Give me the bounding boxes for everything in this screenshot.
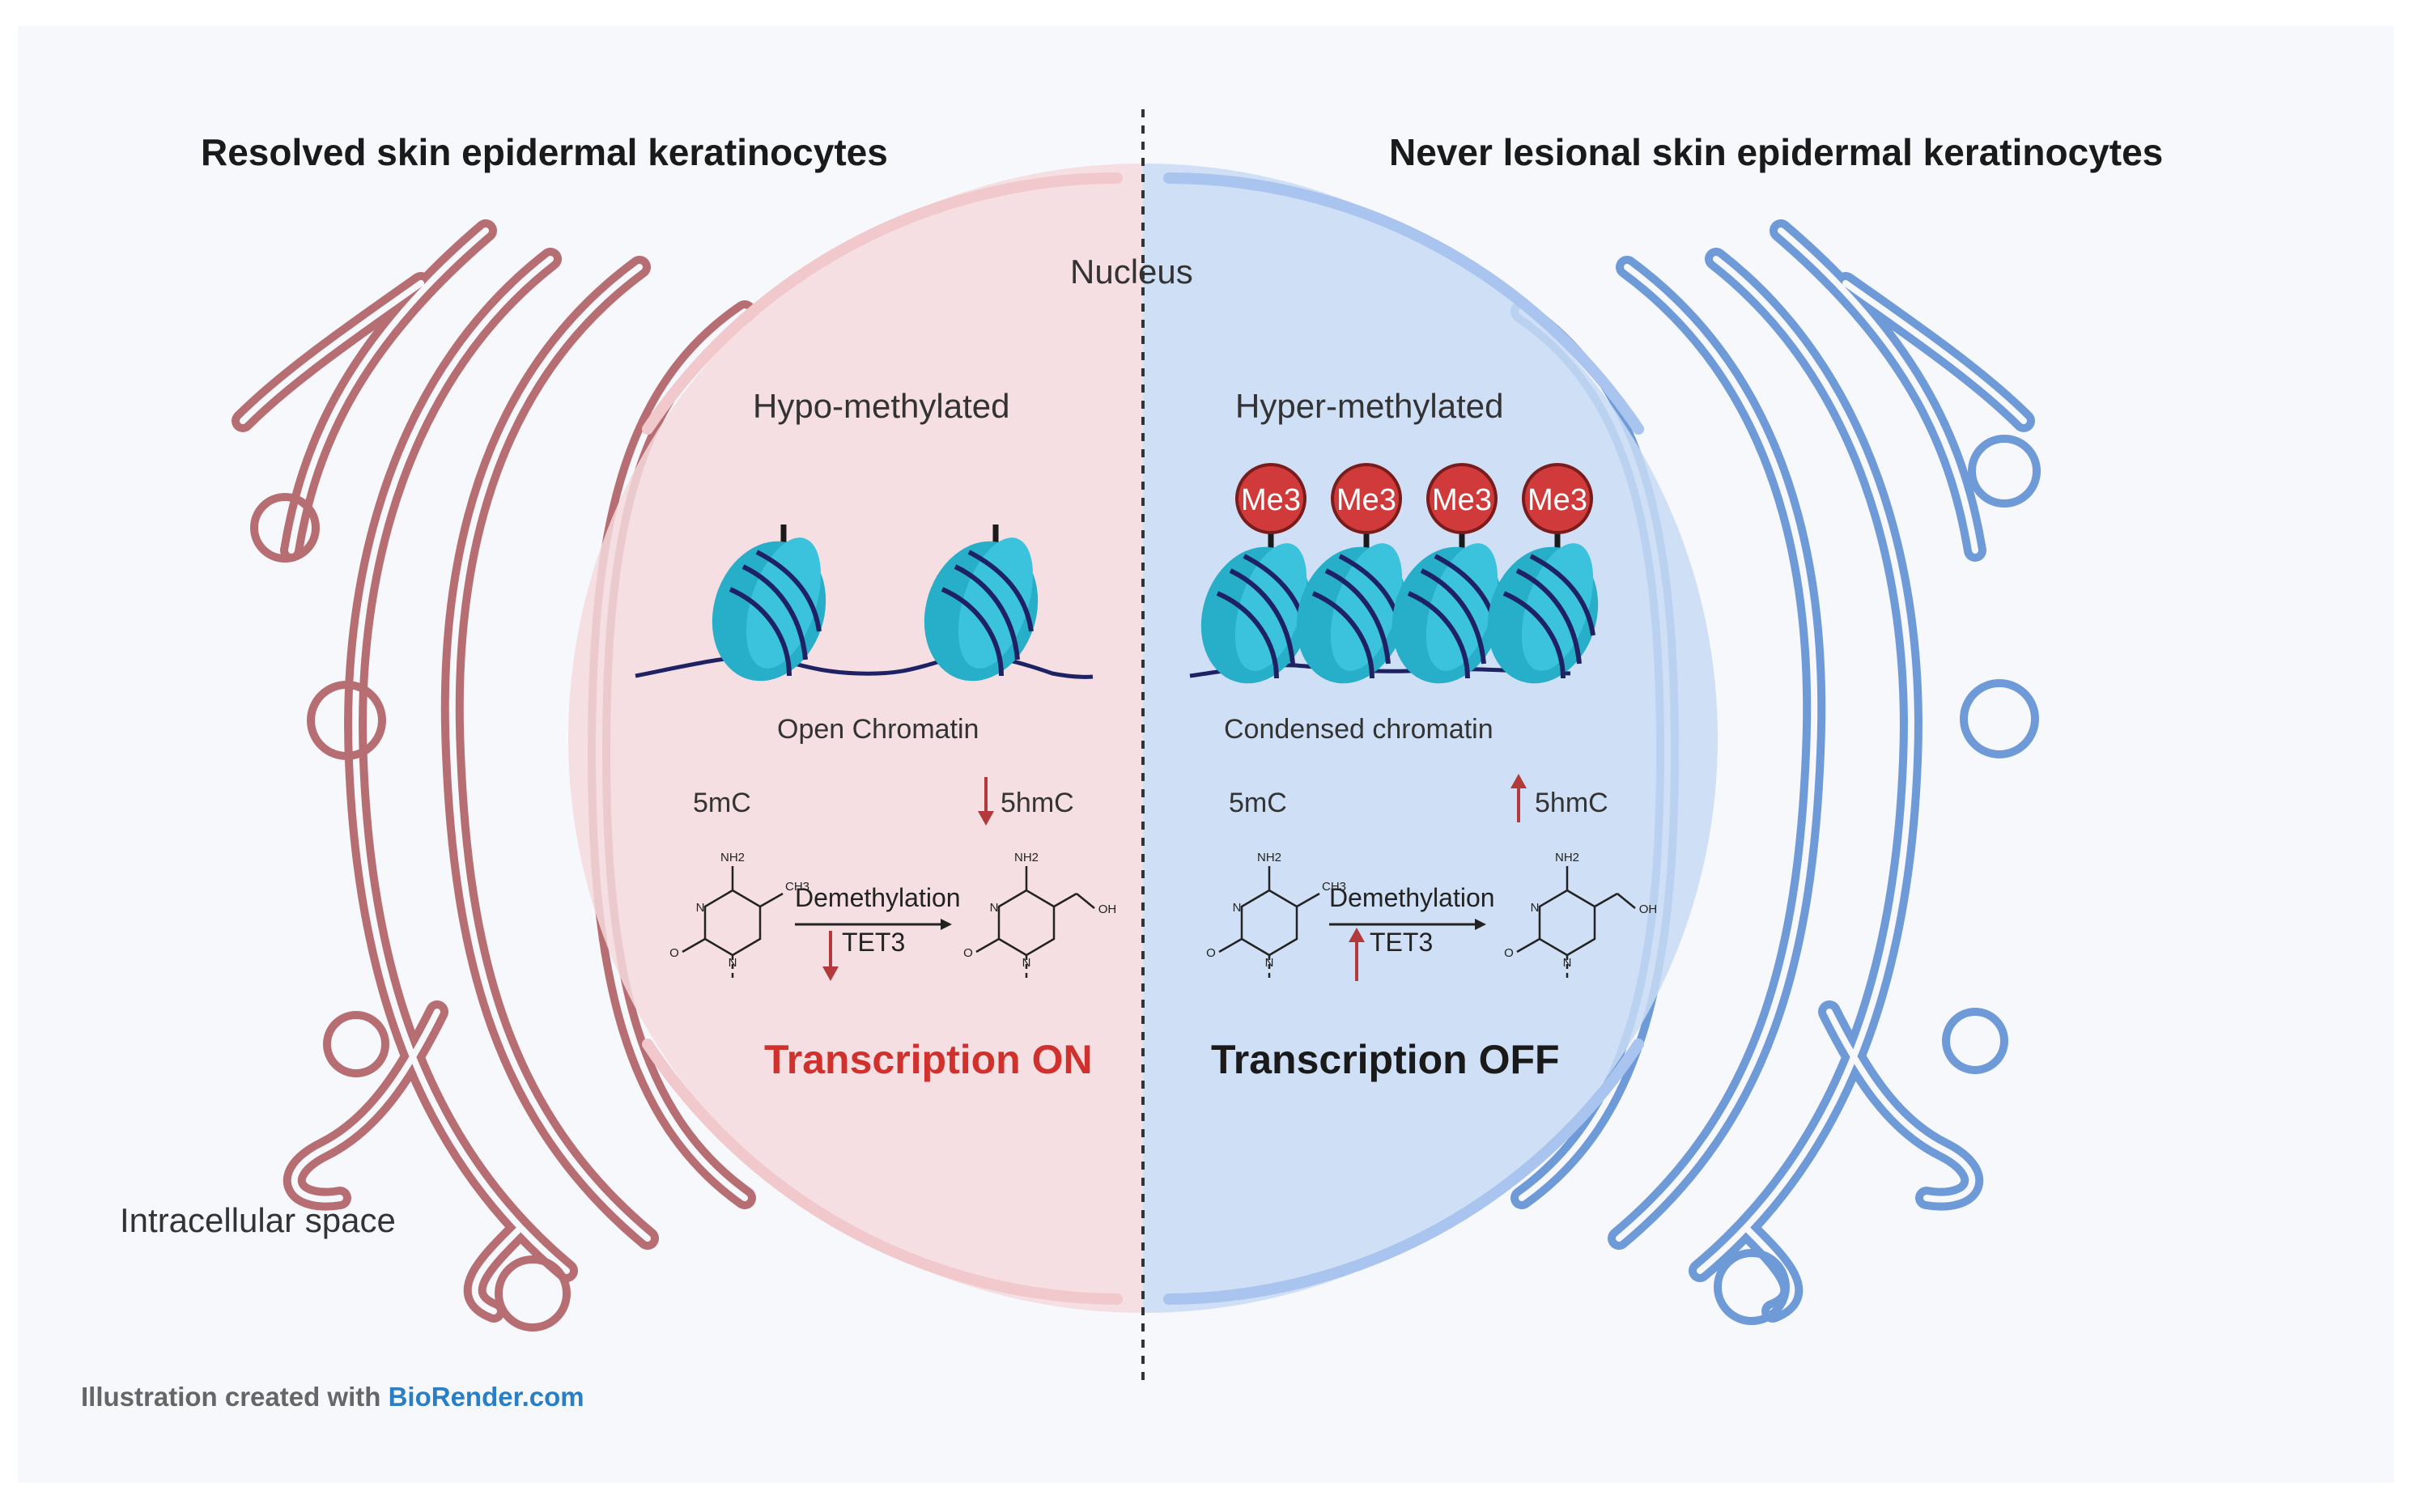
right-substrate-label: 5mC bbox=[1229, 788, 1287, 818]
left-product-label: 5hmC bbox=[1001, 788, 1074, 818]
nuclear-envelope-left bbox=[642, 1038, 1123, 1305]
right-product-label: 5hmC bbox=[1535, 788, 1608, 818]
me3-mark: Me3 bbox=[1426, 463, 1498, 534]
nucleus bbox=[568, 164, 1718, 1313]
right-vesicle bbox=[1968, 435, 2041, 508]
right-5hmc-up-arrow bbox=[1510, 774, 1527, 822]
right-enzyme-label: TET3 bbox=[1370, 928, 1433, 957]
nitrogen-label: N bbox=[696, 901, 705, 915]
left-5hmc-down-arrow bbox=[978, 777, 994, 826]
right-vesicle bbox=[1942, 1008, 2008, 1074]
me3-nucleosome: Me3 bbox=[1296, 463, 1408, 684]
nucleus-right-half bbox=[1143, 164, 1718, 1313]
nuclear-envelope-right bbox=[1163, 172, 1644, 435]
me3-nucleosome: Me3 bbox=[1487, 463, 1599, 684]
left-methylation-state: Hypo-methylated bbox=[753, 387, 1009, 425]
right-tet3-up-arrow bbox=[1349, 928, 1365, 981]
nuclear-envelope-right bbox=[1163, 1038, 1644, 1305]
nitrogen-label: N bbox=[1265, 956, 1274, 970]
nucleus-left-half bbox=[568, 164, 1143, 1313]
methyl-label: CH3 bbox=[785, 880, 809, 894]
me3-label: Me3 bbox=[1336, 483, 1396, 517]
left-vesicle bbox=[250, 493, 320, 563]
reaction-arrowhead bbox=[1475, 919, 1486, 930]
left-transcription-status: Transcription ON bbox=[764, 1037, 1093, 1082]
me3-nucleosome: Me3 bbox=[1200, 463, 1312, 684]
right-methylation-state: Hyper-methylated bbox=[1235, 387, 1503, 425]
oxygen-label: O bbox=[1504, 946, 1514, 960]
left-vesicle bbox=[495, 1255, 571, 1331]
left-er-membrane-inner bbox=[240, 227, 748, 1315]
hydroxyl-label: OH bbox=[1098, 903, 1117, 916]
me3-label: Me3 bbox=[1241, 483, 1301, 517]
me3-mark: Me3 bbox=[1522, 463, 1593, 534]
left-enzyme-label: TET3 bbox=[842, 928, 905, 957]
nitrogen-label: N bbox=[1233, 901, 1242, 915]
intracellular-space-label: Intracellular space bbox=[120, 1201, 396, 1239]
nitrogen-label: N bbox=[729, 956, 737, 970]
amino-group-label: NH2 bbox=[1555, 851, 1579, 864]
left-vesicle bbox=[323, 1011, 389, 1077]
right-vesicles bbox=[1714, 435, 2041, 1325]
amino-group-label: NH2 bbox=[720, 851, 745, 864]
me3-nucleosome: Me3 bbox=[1391, 463, 1503, 684]
oxygen-label: O bbox=[669, 946, 679, 960]
left-panel-title: Resolved skin epidermal keratinocytes bbox=[201, 131, 888, 173]
me3-mark: Me3 bbox=[1331, 463, 1402, 534]
left-vesicles bbox=[250, 493, 571, 1331]
amino-group-label: NH2 bbox=[1257, 851, 1281, 864]
right-chromatin: Me3 Me3 Me3 Me3 bbox=[1189, 463, 1599, 684]
nitrogen-label: N bbox=[1022, 956, 1031, 970]
left-tet3-down-arrow bbox=[822, 931, 839, 981]
right-reaction-label: Demethylation bbox=[1329, 883, 1495, 912]
me3-label: Me3 bbox=[1527, 483, 1587, 517]
methyl-label: CH3 bbox=[1322, 880, 1346, 894]
credit-prefix: Illustration created with bbox=[81, 1382, 389, 1412]
nuclear-envelope-left bbox=[642, 172, 1123, 435]
biorender-link[interactable]: BioRender.com bbox=[389, 1382, 584, 1412]
hydroxyl-label: OH bbox=[1639, 903, 1658, 916]
me3-mark: Me3 bbox=[1235, 463, 1306, 534]
left-substrate-label: 5mC bbox=[693, 788, 751, 818]
right-panel-title: Never lesional skin epidermal keratinocy… bbox=[1389, 131, 2163, 173]
nitrogen-label: N bbox=[1531, 901, 1540, 915]
right-chromatin-label: Condensed chromatin bbox=[1224, 714, 1493, 745]
left-vesicle bbox=[307, 681, 386, 760]
amino-group-label: NH2 bbox=[1014, 851, 1039, 864]
nucleosome bbox=[712, 525, 826, 682]
nucleosome bbox=[924, 525, 1039, 682]
right-transcription-status: Transcription OFF bbox=[1211, 1037, 1560, 1082]
left-chromatin-label: Open Chromatin bbox=[777, 714, 979, 745]
left-reaction-label: Demethylation bbox=[795, 883, 961, 912]
left-chromatin bbox=[635, 525, 1094, 682]
oxygen-label: O bbox=[963, 946, 973, 960]
reaction-arrowhead bbox=[941, 919, 952, 930]
nitrogen-label: N bbox=[990, 901, 999, 915]
oxygen-label: O bbox=[1206, 946, 1216, 960]
me3-label: Me3 bbox=[1432, 483, 1492, 517]
credit-line: Illustration created with BioRender.com bbox=[81, 1382, 584, 1412]
right-vesicle bbox=[1714, 1249, 1790, 1325]
nucleus-label: Nucleus bbox=[1070, 253, 1193, 291]
nitrogen-label: N bbox=[1563, 956, 1572, 970]
right-vesicle bbox=[1960, 679, 2039, 758]
